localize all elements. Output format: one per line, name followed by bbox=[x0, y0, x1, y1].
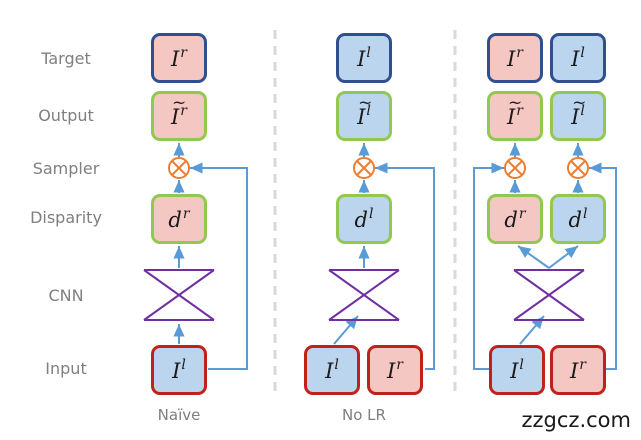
lr-input-left-box: Il bbox=[489, 345, 545, 395]
nolr-sampler-icon bbox=[353, 157, 375, 179]
naive-input-left-box: Il bbox=[151, 345, 207, 395]
naive-disparity-box: dr bbox=[151, 194, 207, 244]
nolr-input-right-box: Ir bbox=[367, 345, 423, 395]
column-label-naive: Naïve bbox=[157, 406, 201, 424]
watermark: zzgcz.com bbox=[517, 408, 635, 432]
lr-disparity-left-box: dl bbox=[550, 194, 606, 244]
naive-sampler-icon bbox=[168, 157, 190, 179]
lr-output-right-box: ~Ir bbox=[487, 91, 543, 141]
row-label-input: Input bbox=[45, 359, 87, 378]
naive-column-arrows bbox=[173, 143, 248, 370]
nolr-input-left-box: Il bbox=[304, 345, 360, 395]
nolr-column-arrows bbox=[333, 143, 435, 370]
lr-sampler-right-icon bbox=[504, 157, 526, 179]
lr-cnn-icon bbox=[513, 269, 585, 321]
lr-target-left-box: Il bbox=[550, 33, 606, 83]
lr-input-right-box: Ir bbox=[550, 345, 606, 395]
nolr-disparity-box: dl bbox=[336, 194, 392, 244]
lr-disparity-right-box: dr bbox=[487, 194, 543, 244]
naive-cnn-icon bbox=[143, 269, 215, 321]
nolr-output-box: ~Il bbox=[336, 91, 392, 141]
nolr-target-box: Il bbox=[336, 33, 392, 83]
row-label-sampler: Sampler bbox=[32, 159, 100, 178]
naive-target-box: Ir bbox=[151, 33, 207, 83]
lr-sampler-left-icon bbox=[567, 157, 589, 179]
lr-column-arrows bbox=[473, 143, 617, 370]
naive-output-box: ~Ir bbox=[151, 91, 207, 141]
row-label-disparity: Disparity bbox=[30, 208, 102, 227]
row-label-cnn: CNN bbox=[48, 286, 84, 305]
lr-target-right-box: Ir bbox=[487, 33, 543, 83]
column-label-no-lr: No LR bbox=[342, 406, 386, 424]
nolr-cnn-icon bbox=[328, 269, 400, 321]
lr-output-left-box: ~Il bbox=[550, 91, 606, 141]
row-label-output: Output bbox=[38, 106, 94, 125]
row-label-target: Target bbox=[41, 49, 91, 68]
